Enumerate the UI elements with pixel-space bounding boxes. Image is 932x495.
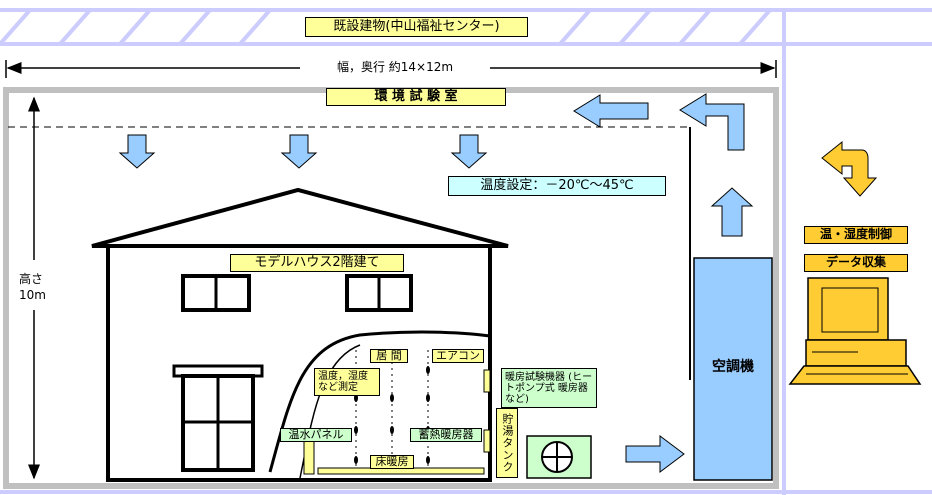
bend-arrow <box>679 93 745 151</box>
down-arrow-1 <box>118 134 156 169</box>
hot-water-panel-label: 温水パネル <box>280 428 352 442</box>
height-label: 高さ 10m <box>16 270 56 306</box>
up-arrow <box>710 187 754 237</box>
roof-truss <box>0 8 932 495</box>
air-handler-unit <box>693 257 773 481</box>
model-house-label: モデルハウス2階建て <box>230 254 404 272</box>
data-collection-label: データ収集 <box>804 254 908 272</box>
control-arrow <box>821 140 878 197</box>
aircon-label: エアコン <box>432 349 484 363</box>
storage-heater-label: 蓄熱暖房器 <box>410 428 482 442</box>
control-label: 温・湿度制御 <box>804 226 908 244</box>
test-chamber-label: 環 境 試 験 室 <box>326 88 506 106</box>
outdoor-unit <box>526 435 592 479</box>
width-dimension-line <box>5 60 777 78</box>
temp-setting-label: 温度設定：－20℃～45℃ <box>448 176 666 196</box>
existing-building-label: 既設建物(中山福祉センター) <box>305 17 528 37</box>
floor-heating-label: 床暖房 <box>370 455 414 469</box>
hot-water-tank-label: 貯湯タンク <box>496 408 518 478</box>
computer <box>788 277 922 385</box>
down-arrow-3 <box>450 134 488 169</box>
down-arrow-2 <box>280 134 318 169</box>
living-room-label: 居 間 <box>370 349 408 363</box>
heating-equipment-label: 暖房試験機器 (ヒートポンプ式 暖房器など) <box>501 368 597 408</box>
air-handler-label: 空調機 <box>712 359 754 376</box>
left-arrow-top <box>573 94 649 128</box>
measurement-label: 温度，湿度 など測定 <box>314 368 380 396</box>
dimension-label: 幅，奥行 約14×12m <box>300 59 490 77</box>
right-arrow-bottom <box>625 435 685 473</box>
down-arrows <box>118 134 488 169</box>
